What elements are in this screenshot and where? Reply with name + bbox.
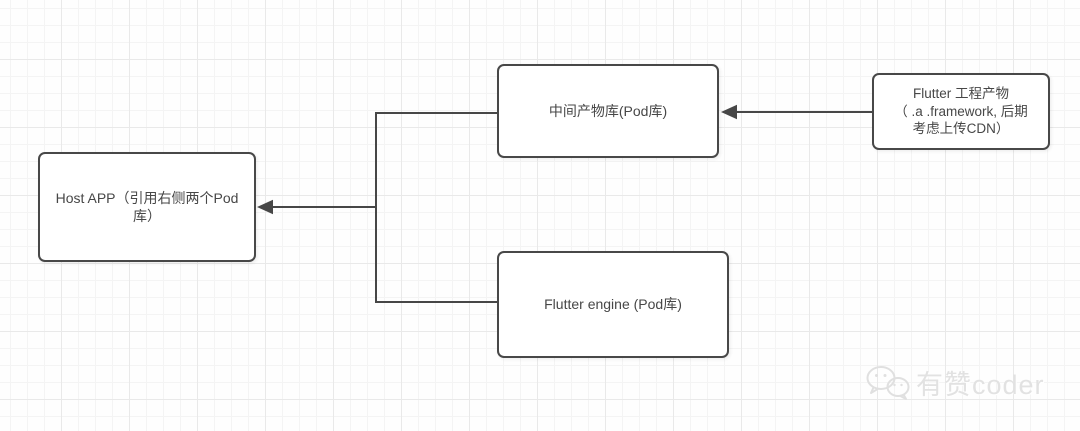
node-intermediate-pod-label: 中间产物库(Pod库) — [548, 102, 668, 119]
node-host-app-label: Host APP（引用右侧两个Pod 库） — [55, 189, 239, 224]
node-intermediate-pod: 中间产物库(Pod库) — [497, 64, 719, 158]
edge-pods-trunk — [375, 112, 497, 303]
edge-artifact-to-mid-arrowhead — [721, 104, 737, 120]
node-flutter-artifact: Flutter 工程产物 （ .a .framework, 后期 考虑上传CDN… — [872, 73, 1050, 150]
edge-to-host-arrowhead — [257, 199, 273, 215]
node-flutter-engine-label: Flutter engine (Pod库) — [544, 296, 682, 313]
node-flutter-artifact-label: Flutter 工程产物 （ .a .framework, 后期 考虑上传CDN… — [894, 85, 1028, 137]
wechat-icon — [866, 365, 910, 400]
node-flutter-engine: Flutter engine (Pod库) — [497, 251, 729, 358]
watermark-label: 有赞coder — [916, 370, 1045, 400]
node-host-app: Host APP（引用右侧两个Pod 库） — [38, 152, 256, 262]
watermark: 有赞coder — [864, 363, 1045, 402]
